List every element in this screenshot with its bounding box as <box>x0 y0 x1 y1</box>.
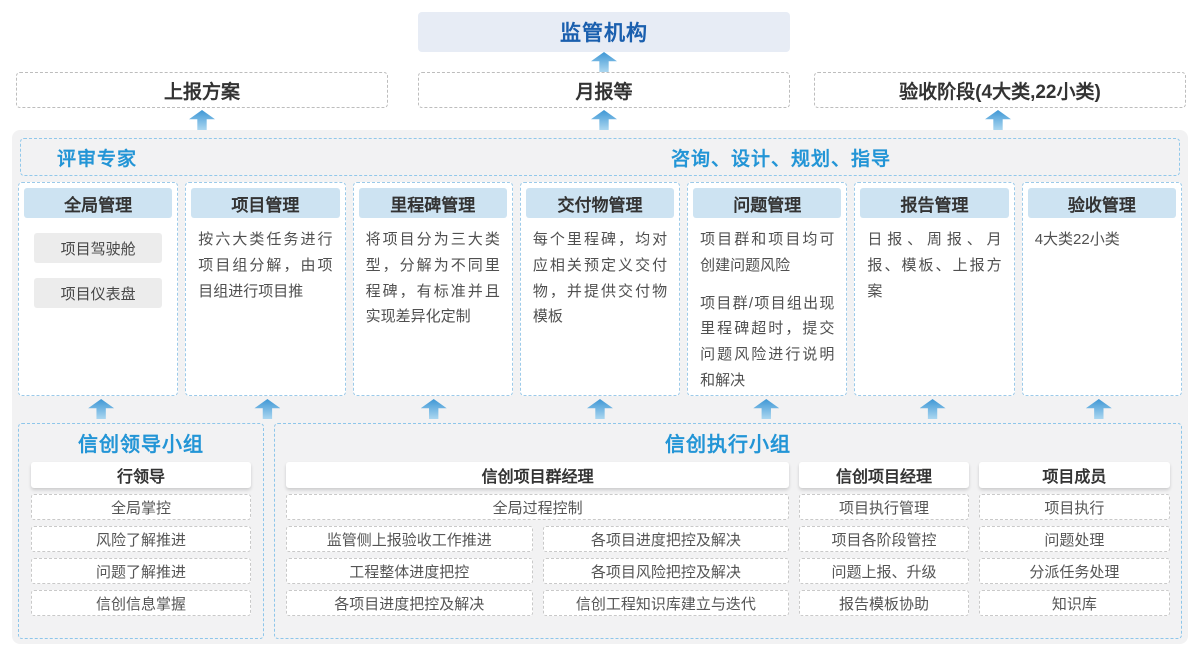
regulator-box: 监管机构 <box>418 12 790 52</box>
description-paragraph: 4大类22小类 <box>1034 231 1120 248</box>
duty-item: 报告模板协助 <box>799 590 969 616</box>
up-arrow-icon <box>591 52 617 72</box>
column-issue-management: 问题管理 项目群和项目均可创建问题风险 项目群/项目组出现里程碑超时，提交问题风… <box>687 182 848 396</box>
executive-roles-grid: 信创项目群经理 全局过程控制 监管侧上报验收工作推进 工程整体进度把控 各项目进… <box>286 462 1170 616</box>
up-arrow-icon <box>753 399 780 419</box>
duty-item: 问题处理 <box>978 526 1170 552</box>
program-manager-section: 信创项目群经理 全局过程控制 监管侧上报验收工作推进 工程整体进度把控 各项目进… <box>286 462 790 616</box>
leadership-group-title: 信创领导小组 <box>78 434 204 456</box>
up-arrow-icon <box>189 110 215 130</box>
output-box-acceptance-stage: 验收阶段(4大类,22小类) <box>814 72 1186 108</box>
project-manager-section: 信创项目经理 项目执行管理 项目各阶段管控 问题上报、升级 报告模板协助 <box>799 462 969 616</box>
column-description: 项目群和项目均可创建问题风险 项目群/项目组出现里程碑超时，提交问题风险进行说明… <box>693 218 841 394</box>
duty-item: 风险了解推进 <box>31 526 251 552</box>
review-experts-label: 评审专家 <box>57 148 138 170</box>
executive-group-title: 信创执行小组 <box>665 434 791 456</box>
up-arrow-icon <box>985 110 1011 130</box>
program-manager-duty-columns: 监管侧上报验收工作推进 工程整体进度把控 各项目进度把控及解决 各项目进度把控及… <box>286 520 790 616</box>
duty-item: 信创信息掌握 <box>31 590 251 616</box>
column-arrows-row <box>18 399 1182 420</box>
description-paragraph: 日报、周报、月报、模板、上报方案 <box>867 231 1002 300</box>
column-deliverable-management: 交付物管理 每个里程碑，均对应相关预定义交付物，并提供交付物模板 <box>519 182 681 396</box>
column-header: 报告管理 <box>860 188 1009 218</box>
column-description: 按六大类任务进行项目组分解，由项目组进行项目推 <box>191 218 339 304</box>
description-paragraph: 将项目分为三大类型，分解为不同里程碑，有标准并且实现差异化定制 <box>365 231 500 326</box>
duty-item: 全局掌控 <box>31 494 251 520</box>
advisors-bar: 评审专家 咨询、设计、规划、指导 <box>20 138 1180 176</box>
column-description: 将项目分为三大类型，分解为不同里程碑，有标准并且实现差异化定制 <box>359 218 507 330</box>
up-arrow-icon <box>88 399 115 419</box>
project-members-section: 项目成员 项目执行 问题处理 分派任务处理 知识库 <box>978 462 1170 616</box>
duty-item: 各项目风险把控及解决 <box>542 558 790 584</box>
guidance-label: 咨询、设计、规划、指导 <box>671 148 892 170</box>
duty-item: 问题上报、升级 <box>799 558 969 584</box>
output-box-report-plan: 上报方案 <box>16 72 388 108</box>
duty-item: 监管侧上报验收工作推进 <box>286 526 533 552</box>
role-card-project-members: 项目成员 <box>978 462 1170 488</box>
management-columns: 全局管理 项目驾驶舱 项目仪表盘 项目管理 按六大类任务进行项目组分解，由项目组… <box>18 182 1182 396</box>
duty-item: 知识库 <box>978 590 1170 616</box>
up-arrow-icon <box>254 399 281 419</box>
role-card-bank-leaders: 行领导 <box>31 462 251 488</box>
program-manager-duty-col-left: 监管侧上报验收工作推进 工程整体进度把控 各项目进度把控及解决 <box>286 520 533 616</box>
executive-group-box: 信创执行小组 信创项目群经理 全局过程控制 监管侧上报验收工作推进 工程整体进度… <box>274 423 1182 639</box>
column-report-management: 报告管理 日报、周报、月报、模板、上报方案 <box>854 182 1015 396</box>
duty-item: 问题了解推进 <box>31 558 251 584</box>
role-card-project-manager: 信创项目经理 <box>799 462 969 488</box>
column-description: 每个里程碑，均对应相关预定义交付物，并提供交付物模板 <box>526 218 674 330</box>
leadership-duty-list: 全局掌控 风险了解推进 问题了解推进 信创信息掌握 <box>31 494 251 616</box>
duty-item: 全局过程控制 <box>286 494 790 520</box>
column-header: 里程碑管理 <box>358 188 507 218</box>
output-box-monthly-report: 月报等 <box>418 72 790 108</box>
up-arrow-icon <box>586 399 613 419</box>
up-arrow-icon <box>919 399 946 419</box>
duty-item: 各项目进度把控及解决 <box>286 590 533 616</box>
duty-item: 项目各阶段管控 <box>799 526 969 552</box>
column-header: 交付物管理 <box>525 188 675 218</box>
main-panel: 评审专家 咨询、设计、规划、指导 全局管理 项目驾驶舱 项目仪表盘 项目管理 按… <box>12 130 1188 644</box>
up-arrow-icon <box>591 110 617 130</box>
description-paragraph: 项目群和项目均可创建问题风险 <box>700 231 835 274</box>
column-project-management: 项目管理 按六大类任务进行项目组分解，由项目组进行项目推 <box>185 182 346 396</box>
column-header: 问题管理 <box>693 188 842 218</box>
duty-item: 分派任务处理 <box>978 558 1170 584</box>
role-card-program-manager: 信创项目群经理 <box>286 462 790 488</box>
duty-item: 信创工程知识库建立与迭代 <box>542 590 790 616</box>
program-manager-duty-col-right: 各项目进度把控及解决 各项目风险把控及解决 信创工程知识库建立与迭代 <box>542 520 790 616</box>
column-header: 全局管理 <box>24 188 173 218</box>
duty-item: 项目执行管理 <box>799 494 969 520</box>
working-groups-row: 信创领导小组 行领导 全局掌控 风险了解推进 问题了解推进 信创信息掌握 信创执… <box>18 423 1182 639</box>
column-description: 日报、周报、月报、模板、上报方案 <box>860 218 1008 304</box>
duty-item: 各项目进度把控及解决 <box>542 526 790 552</box>
column-description: 4大类22小类 <box>1028 218 1176 253</box>
description-paragraph: 项目群/项目组出现里程碑超时，提交问题风险进行说明和解决 <box>700 294 835 389</box>
description-paragraph: 每个里程碑，均对应相关预定义交付物，并提供交付物模板 <box>532 231 668 326</box>
leadership-group-box: 信创领导小组 行领导 全局掌控 风险了解推进 问题了解推进 信创信息掌握 <box>18 423 264 639</box>
duty-item: 工程整体进度把控 <box>286 558 533 584</box>
column-global-management: 全局管理 项目驾驶舱 项目仪表盘 <box>18 182 179 396</box>
feature-chip: 项目仪表盘 <box>34 278 163 308</box>
column-acceptance-management: 验收管理 4大类22小类 <box>1021 182 1182 396</box>
duty-item: 项目执行 <box>978 494 1170 520</box>
column-milestone-management: 里程碑管理 将项目分为三大类型，分解为不同里程碑，有标准并且实现差异化定制 <box>352 182 513 396</box>
column-header: 验收管理 <box>1027 188 1176 218</box>
up-arrow-icon <box>1085 399 1112 419</box>
description-paragraph: 按六大类任务进行项目组分解，由项目组进行项目推 <box>198 231 333 300</box>
feature-chip: 项目驾驶舱 <box>34 233 163 263</box>
column-header: 项目管理 <box>191 188 340 218</box>
up-arrow-icon <box>420 399 447 419</box>
